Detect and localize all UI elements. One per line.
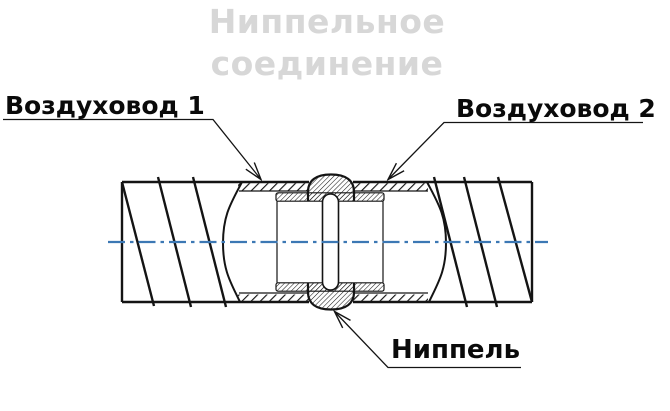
label-duct1: Воздуховод 1 bbox=[5, 91, 205, 120]
label-duct2: Воздуховод 2 bbox=[456, 94, 656, 123]
nipple-bead bbox=[306, 173, 356, 311]
figure-title-line2: соединение bbox=[210, 44, 444, 83]
label-nipple: Ниппель bbox=[391, 335, 521, 365]
figure-title: Ниппельное соединение bbox=[0, 1, 654, 85]
duct-wall-section-hatch bbox=[238, 183, 428, 302]
leader-nipple bbox=[335, 312, 521, 369]
leader-duct1 bbox=[3, 118, 261, 180]
figure-title-line1: Ниппельное bbox=[208, 2, 446, 41]
leader-lines bbox=[3, 118, 643, 369]
leader-duct2 bbox=[388, 121, 643, 180]
